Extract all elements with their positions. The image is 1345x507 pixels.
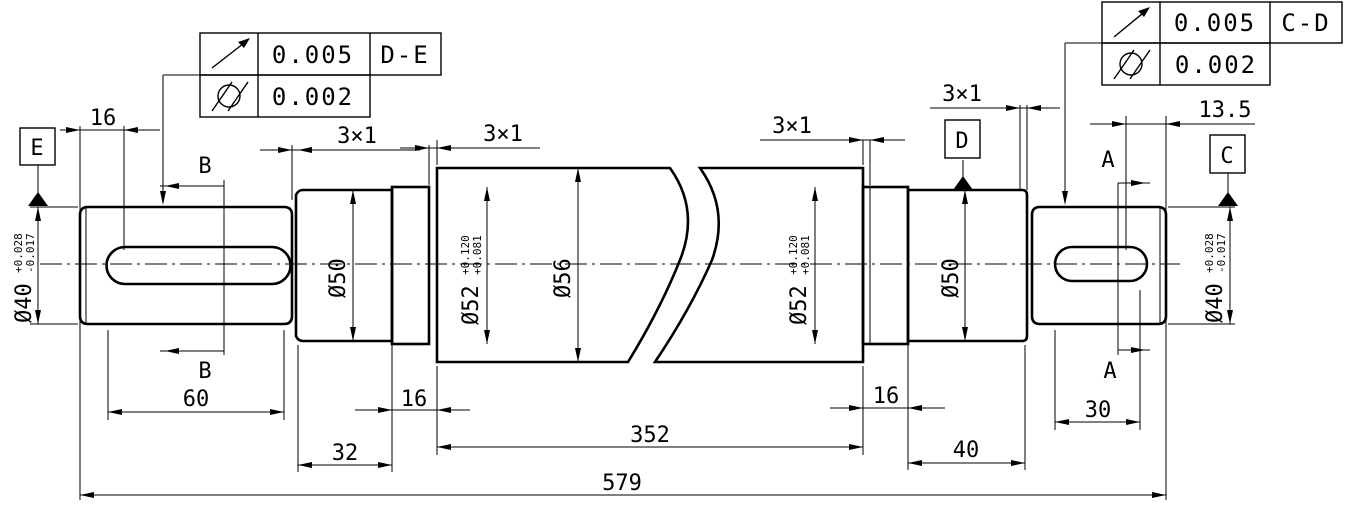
dia-base: 40	[12, 283, 37, 310]
section-markers	[160, 180, 1150, 354]
svg-text:Ø56: Ø56	[551, 258, 576, 298]
svg-text:Ø50: Ø50	[939, 258, 964, 298]
datum-e-label: E	[30, 136, 43, 161]
shaft-outline	[78, 166, 1168, 364]
frame-leaders	[160, 42, 1102, 205]
dim-32: 32	[332, 441, 359, 466]
dim-16-mid-left: 16	[401, 387, 428, 412]
dim-16-mid-right: 16	[873, 384, 900, 409]
dim-13-5: 13.5	[1199, 98, 1252, 123]
dim-352: 352	[630, 423, 670, 448]
dia-lower: -0.017	[24, 233, 37, 273]
right-runout-value: 0.005	[1174, 9, 1256, 37]
dimension-lines	[60, 105, 1255, 498]
dim-40: 40	[953, 438, 980, 463]
svg-text:+0.120: +0.120	[459, 235, 472, 275]
svg-text:Ø52: Ø52	[787, 285, 812, 325]
circular-runout-icon	[1113, 7, 1150, 38]
svg-text:Ø52: Ø52	[459, 285, 484, 325]
dim-579: 579	[602, 471, 642, 496]
right-keyway	[1053, 245, 1149, 283]
dim-16-top: 16	[90, 106, 117, 131]
svg-text:Ø40: Ø40	[1203, 283, 1228, 323]
circular-runout-icon	[211, 38, 250, 69]
section-b-bottom: B	[198, 359, 211, 384]
dimension-texts: 16 3×1 3×1 3×1 3×1 13.5 60 32 16 352 16 …	[90, 82, 1252, 496]
dim-30: 30	[1085, 398, 1112, 423]
left-keyway	[105, 245, 292, 286]
dia-symbol: Ø	[12, 310, 37, 323]
dim-3x1-b: 3×1	[483, 122, 523, 147]
left-runout-value: 0.005	[272, 41, 354, 69]
svg-text:+0.028: +0.028	[1203, 233, 1216, 273]
datum-d: D	[944, 119, 981, 159]
right-cylindricity-value: 0.002	[1175, 51, 1257, 79]
left-runout-ref: D-E	[380, 41, 429, 69]
tolerance-frame-right: 0.005 C-D 0.002	[1101, 1, 1343, 86]
svg-text:+0.081: +0.081	[471, 235, 484, 275]
left-cylindricity-value: 0.002	[272, 83, 354, 111]
diameter-left-52: Ø52 +0.120 +0.081	[459, 235, 484, 325]
extension-lines	[30, 105, 1235, 500]
diameter-right-end: Ø40 +0.028 -0.017	[1203, 233, 1228, 323]
cylindricity-icon	[1113, 49, 1151, 80]
diameter-right-52: Ø52 +0.120 +0.081	[787, 235, 812, 325]
right-runout-ref: C-D	[1281, 9, 1330, 37]
datum-markers	[28, 160, 1238, 206]
datum-c: C	[1209, 134, 1246, 174]
diameter-lines	[35, 168, 1233, 362]
diameter-right-50: Ø50	[939, 258, 964, 298]
dia-upper: +0.028	[12, 233, 25, 273]
datum-e: E	[19, 127, 56, 166]
dim-60: 60	[183, 387, 210, 412]
diameter-center-56: Ø56	[551, 258, 576, 298]
datum-d-label: D	[955, 129, 968, 154]
svg-text:-0.017: -0.017	[1215, 233, 1228, 273]
section-a-bottom: A	[1103, 359, 1116, 384]
diameter-left-end: Ø40 +0.028 -0.017	[12, 233, 37, 323]
svg-text:Ø40: Ø40	[12, 283, 37, 323]
cylindricity-icon	[211, 81, 249, 112]
dim-3x1-c: 3×1	[772, 114, 812, 139]
section-letters: B B A A	[198, 148, 1116, 384]
svg-text:+0.120: +0.120	[787, 235, 800, 275]
section-a-top: A	[1101, 148, 1114, 173]
dim-3x1-a: 3×1	[337, 124, 377, 149]
datum-c-label: C	[1220, 144, 1233, 169]
tolerance-frame-left: 0.005 D-E 0.002	[199, 32, 442, 118]
section-b-top: B	[198, 154, 211, 179]
diameter-left-50: Ø50	[326, 258, 351, 298]
svg-text:Ø50: Ø50	[326, 258, 351, 298]
svg-text:+0.081: +0.081	[799, 235, 812, 275]
dim-3x1-d: 3×1	[942, 82, 982, 107]
